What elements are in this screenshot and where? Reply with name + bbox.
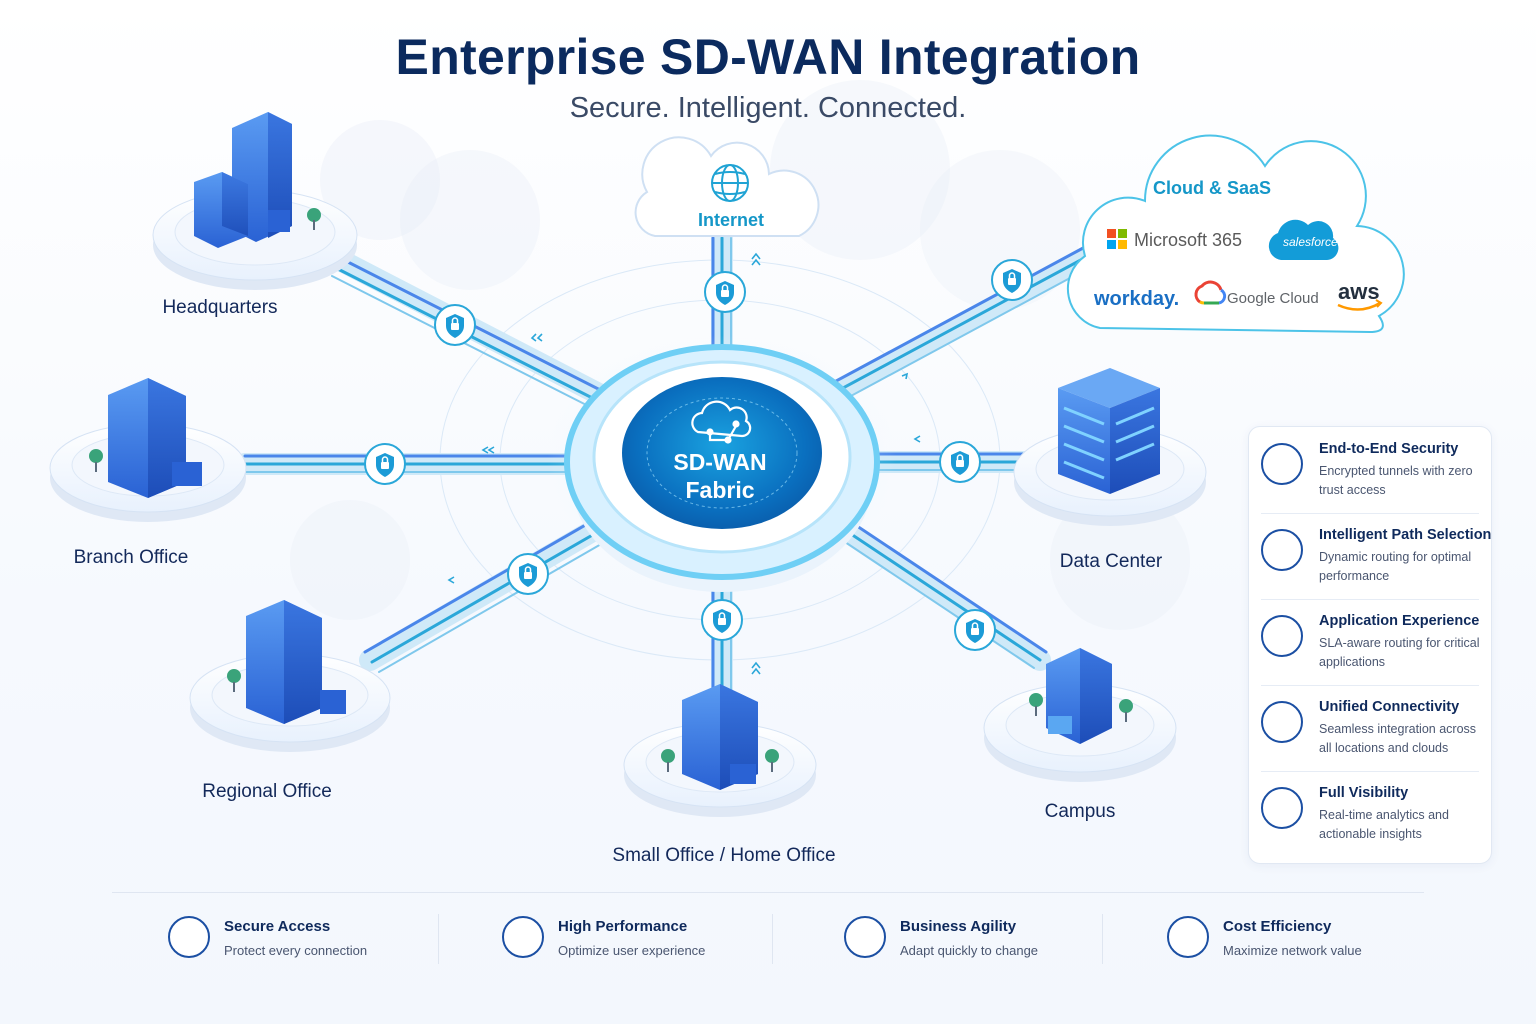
hub-label-line2: Fabric (685, 477, 755, 503)
feature-title: Full Visibility (1319, 785, 1409, 801)
feature-divider (1261, 599, 1479, 600)
building-icon (1029, 648, 1133, 744)
cloud-saas-cloud (1066, 134, 1405, 334)
building-icon (227, 600, 346, 724)
site-label-branch: Branch Office (73, 547, 189, 568)
features-panel: End-to-End Security Encrypted tunnels wi… (1248, 426, 1492, 864)
benefit-icon-ring (1167, 916, 1209, 958)
site-datacenter (1013, 368, 1207, 526)
server-rack-icon (1058, 368, 1160, 494)
feature-title: Intelligent Path Selection (1319, 527, 1492, 543)
link-branch (234, 453, 601, 475)
shield-lock-icon (704, 271, 746, 313)
building-icon (194, 112, 321, 248)
feature-desc: Seamless integration across all location… (1319, 722, 1477, 755)
feature-icon-ring (1261, 443, 1303, 485)
benefit-title: Business Agility (900, 918, 1017, 935)
feature-title: Unified Connectivity (1319, 699, 1460, 715)
feature-icon-ring (1261, 701, 1303, 743)
feature-intelligent-path-selection: Intelligent Path Selection Dynamic routi… (1249, 513, 1491, 599)
feature-unified-connectivity: Unified Connectivity Seamless integratio… (1249, 685, 1491, 771)
benefit-icon-ring (844, 916, 886, 958)
cloud-saas-label: Cloud & SaaS (1152, 178, 1272, 198)
shield-lock-icon (434, 304, 476, 346)
site-branch (49, 378, 247, 522)
benefit-title: Cost Efficiency (1223, 918, 1332, 935)
feature-icon-ring (1261, 615, 1303, 657)
feature-divider (1261, 513, 1479, 514)
flow-arrows (447, 252, 921, 675)
google-cloud-logo-text: Google Cloud (1227, 290, 1319, 307)
benefit-icon-ring (502, 916, 544, 958)
site-label-datacenter: Data Center (1059, 551, 1163, 572)
hub-label: SD-WAN Fabric (620, 448, 820, 504)
site-label-headquarters: Headquarters (162, 297, 278, 318)
shield-lock-icon (954, 609, 996, 651)
page-subtitle: Secure. Intelligent. Connected. (569, 92, 967, 124)
benefit-desc: Optimize user experience (558, 943, 706, 958)
feature-title: End-to-End Security (1319, 441, 1459, 457)
feature-icon-ring (1261, 529, 1303, 571)
workday-logo: workday. (1094, 288, 1180, 310)
hub-label-line1: SD-WAN (673, 449, 767, 475)
benefits-divider (112, 892, 1424, 893)
benefit-icon-ring (168, 916, 210, 958)
feature-application-experience: Application Experience SLA-aware routing… (1249, 599, 1491, 685)
shield-lock-icon (507, 553, 549, 595)
aws-logo: aws (1338, 279, 1380, 304)
benefit-separator (772, 914, 773, 964)
benefit-title: Secure Access (224, 918, 331, 935)
page-title: Enterprise SD-WAN Integration (395, 29, 1141, 85)
feature-icon-ring (1261, 787, 1303, 829)
benefit-desc: Maximize network value (1223, 943, 1362, 958)
shield-lock-icon (991, 259, 1033, 301)
building-icon (89, 378, 202, 498)
shield-lock-icon (939, 441, 981, 483)
site-label-regional: Regional Office (202, 781, 332, 802)
link-regional (359, 504, 631, 673)
salesforce-logo (1268, 219, 1339, 260)
benefit-title: High Performance (558, 918, 688, 935)
feature-desc: Dynamic routing for optimal performance (1319, 550, 1472, 583)
internet-label: Internet (697, 210, 765, 230)
feature-divider (1261, 771, 1479, 772)
sd-wan-hub (547, 335, 897, 592)
microsoft-365-logo: Microsoft 365 (1134, 230, 1243, 250)
feature-desc: Encrypted tunnels with zero trust access (1319, 464, 1473, 497)
link-campus (819, 509, 1051, 671)
feature-desc: Real-time analytics and actionable insig… (1319, 808, 1449, 841)
internet-cloud (634, 136, 820, 237)
site-label-campus: Campus (1044, 801, 1116, 822)
shield-lock-icon (364, 443, 406, 485)
site-soho (623, 684, 817, 817)
google-cloud-logo (1194, 280, 1227, 305)
microsoft-logo (1107, 229, 1127, 249)
feature-divider (1261, 685, 1479, 686)
feature-title: Application Experience (1319, 613, 1480, 629)
feature-full-visibility: Full Visibility Real-time analytics and … (1249, 771, 1491, 857)
site-campus (983, 648, 1177, 782)
shield-lock-icon (701, 599, 743, 641)
benefit-desc: Adapt quickly to change (900, 943, 1039, 958)
salesforce-logo-text: salesforce (1283, 235, 1338, 249)
cloud-network-icon (691, 400, 752, 444)
globe-icon (711, 164, 749, 202)
benefit-separator (1102, 914, 1103, 964)
connection-links (234, 227, 1101, 721)
benefit-desc: Protect every connection (224, 943, 368, 958)
feature-desc: SLA-aware routing for critical applicati… (1319, 636, 1480, 669)
link-cloud-saas (819, 244, 1101, 406)
feature-end-to-end-security: End-to-End Security Encrypted tunnels wi… (1249, 427, 1491, 513)
benefit-separator (438, 914, 439, 964)
site-regional (189, 600, 391, 752)
site-label-soho: Small Office / Home Office (612, 845, 836, 866)
link-headquarters (329, 249, 631, 419)
aws-smile (1337, 299, 1383, 311)
building-icon (661, 684, 779, 790)
site-headquarters (152, 112, 358, 290)
